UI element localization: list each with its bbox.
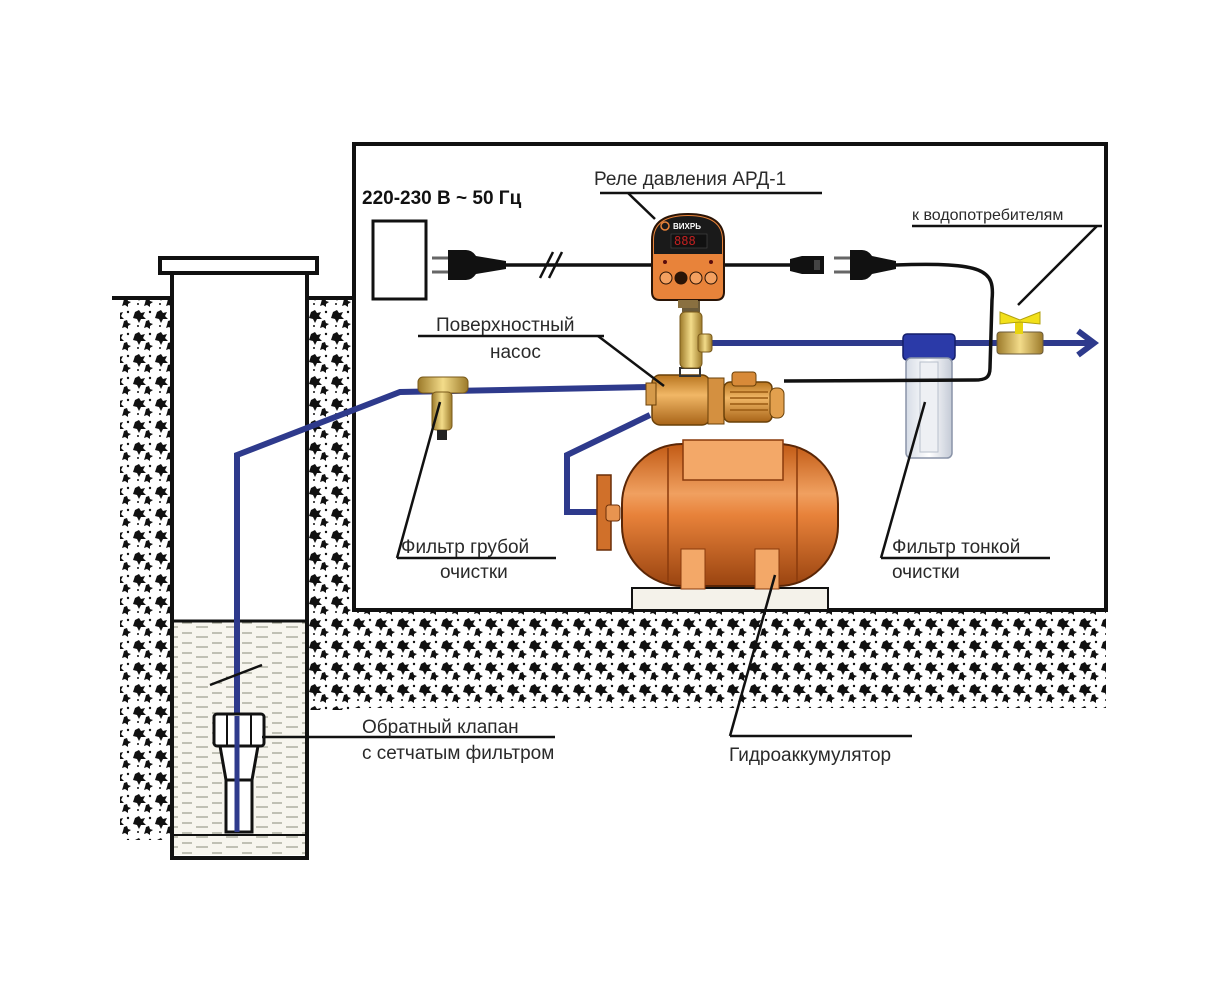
relay-fitting	[678, 300, 698, 308]
soil-right-of-well	[307, 300, 354, 710]
coarse-filter	[417, 376, 469, 440]
power-supply-label: 220-230 В ~ 50 Гц	[362, 188, 522, 209]
relay-display-digits: 888	[674, 234, 696, 248]
pump-label-line2: насос	[490, 342, 541, 363]
fine-filter-label-line2: очистки	[892, 562, 960, 583]
suction-pipe	[209, 384, 651, 832]
brand-logo-icon	[660, 221, 670, 231]
relay-socket-connector-icon	[790, 256, 824, 274]
relay-display	[670, 233, 708, 249]
check-valve-label-line1: Обратный клапан	[362, 717, 519, 738]
soil-under-house	[354, 612, 1106, 708]
fine-filter-label-line1: Фильтр тонкой	[892, 537, 1020, 558]
pump-plug-icon	[834, 250, 896, 280]
relay-button-minus[interactable]	[689, 271, 703, 285]
check-valve	[212, 712, 266, 834]
relay-button-plus[interactable]	[704, 271, 718, 285]
flow-arrow-icon	[1076, 328, 1099, 358]
fine-filter	[902, 333, 956, 459]
soil-layer	[112, 296, 1106, 840]
ball-valve	[996, 311, 1044, 355]
surface-pump	[645, 367, 785, 426]
check-valve-label-line2: с сетчатым фильтром	[362, 743, 554, 764]
relay-button-power[interactable]	[674, 271, 688, 285]
relay-brand: ВИХРЬ	[673, 222, 701, 231]
wall-socket	[371, 219, 428, 301]
power-plug-icon	[432, 250, 506, 280]
coarse-filter-label-line2: очистки	[440, 562, 508, 583]
pump-label-line1: Поверхностный	[436, 315, 575, 336]
relay-button-set[interactable]	[659, 271, 673, 285]
accumulator-label: Гидроаккумулятор	[729, 745, 891, 766]
accumulator-pipe	[564, 412, 652, 515]
well-cap	[158, 256, 319, 275]
accumulator-base	[631, 587, 829, 611]
brass-tee	[679, 300, 713, 369]
hydro-accumulator	[596, 439, 839, 590]
coarse-filter-label-line1: Фильтр грубой	[401, 537, 529, 558]
soil-left-of-well	[120, 300, 170, 840]
power-cords	[505, 251, 995, 383]
pressure-relay-ard1: ВИХРЬ 888	[651, 212, 725, 308]
relay-label: Реле давления АРД-1	[594, 169, 786, 190]
consumers-label: к водопотребителям	[912, 207, 1063, 224]
leader-lines	[262, 191, 1102, 739]
